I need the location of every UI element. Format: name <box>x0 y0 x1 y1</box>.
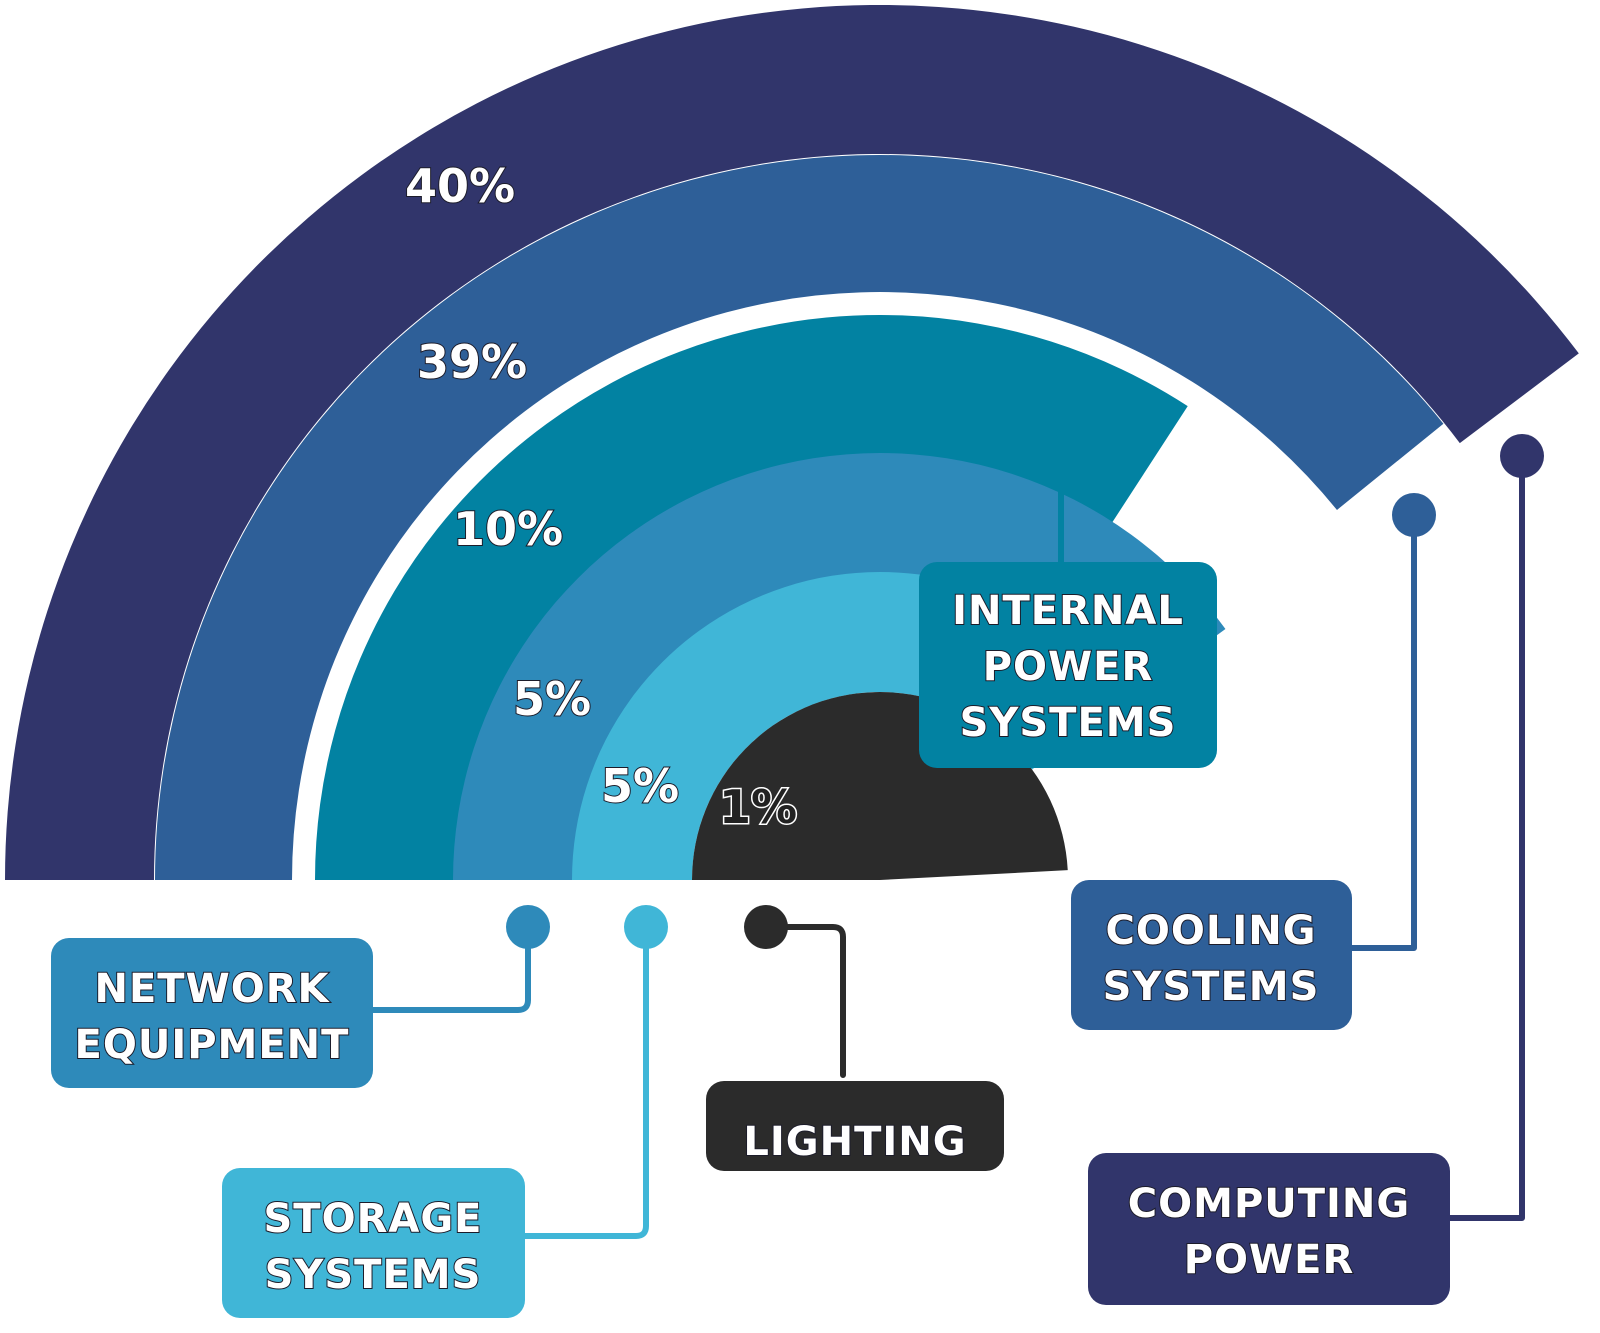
slice-value-cooling-systems: 39% <box>417 335 527 389</box>
leader-dot-network-equipment <box>506 905 550 949</box>
legend-box-bg <box>51 938 373 1088</box>
legend-label-line: COOLING <box>1105 908 1316 954</box>
legend-box-storage-systems: STORAGE SYSTEMS <box>222 1168 525 1318</box>
legend-box-bg <box>1088 1153 1450 1305</box>
legend-label-line: EQUIPMENT <box>75 1022 350 1068</box>
legend-box-computing-power: COMPUTING POWER <box>1088 1153 1450 1305</box>
legend-box-bg <box>222 1168 525 1318</box>
slice-value-storage-systems: 5% <box>601 759 679 813</box>
leader-dot-storage-systems <box>624 905 668 949</box>
legend-label-line: STORAGE <box>263 1196 482 1242</box>
slice-value-network-equipment: 5% <box>513 672 591 726</box>
legend-label-line: POWER <box>1184 1237 1355 1283</box>
legend-box-bg <box>919 562 1217 768</box>
legend-box-cooling-systems: COOLING SYSTEMS <box>1071 880 1352 1030</box>
leader-line-network-equipment <box>368 924 531 1013</box>
leader-dot-internal-power-systems <box>658 409 702 453</box>
legend-label-line: SYSTEMS <box>265 1252 482 1298</box>
slice-network-equipment <box>453 452 1226 880</box>
leader-line-cooling-systems <box>1335 512 1417 951</box>
legend-box-lighting: LIGHTING <box>706 1081 1004 1171</box>
leader-dot-cooling-systems <box>1392 493 1436 537</box>
legend-box-internal-power-systems: INTERNAL POWER SYSTEMS <box>919 562 1217 768</box>
legend-label-line: SYSTEMS <box>1103 964 1320 1010</box>
legend-label-line: SYSTEMS <box>960 700 1177 746</box>
leader-line-internal-power-systems <box>677 428 1064 569</box>
slice-value-computing-power: 40% <box>405 159 515 213</box>
leader-line-lighting <box>763 924 846 1078</box>
slice-value-internal-power-systems: 10% <box>453 502 563 556</box>
leader-dot-lighting <box>744 905 788 949</box>
slice-cooling-systems <box>155 155 1444 880</box>
legend-box-bg <box>1071 880 1352 1030</box>
leader-line-computing-power <box>1440 453 1525 1221</box>
slice-value-lighting: 1% <box>719 780 797 834</box>
legend-label-line: INTERNAL <box>952 588 1184 634</box>
legend-label-line: COMPUTING <box>1128 1181 1410 1227</box>
legend-box-bg <box>706 1081 1004 1171</box>
legend-box-network-equipment: NETWORK EQUIPMENT <box>51 938 373 1088</box>
legend-label-line: POWER <box>983 644 1154 690</box>
leader-dot-computing-power <box>1500 434 1544 478</box>
leader-line-storage-systems <box>519 924 649 1239</box>
slice-computing-power <box>5 5 1579 881</box>
legend-label-line: LIGHTING <box>743 1119 966 1165</box>
legend-label-line: NETWORK <box>94 966 330 1012</box>
